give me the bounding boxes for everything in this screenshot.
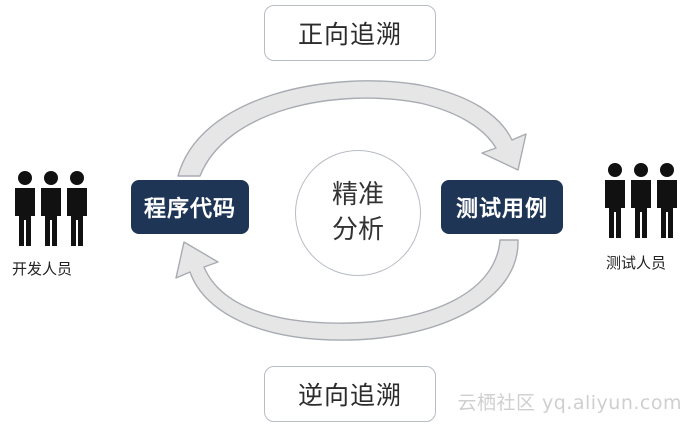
- test-case-label: 测试用例: [455, 197, 548, 222]
- tester-people-icon: [605, 163, 677, 238]
- tester-label: 测试人员: [606, 254, 667, 272]
- test-case-node: 测试用例: [441, 180, 563, 234]
- developer-label: 开发人员: [12, 260, 73, 278]
- backward-arc-arrow: [175, 239, 519, 341]
- source-code-node: 程序代码: [131, 180, 249, 234]
- backward-trace-label: 逆向追溯: [297, 381, 402, 410]
- forward-arc-arrow: [177, 80, 527, 177]
- watermark: 云栖社区 yq.aliyun.com: [457, 392, 682, 414]
- forward-trace-box: 正向追溯: [264, 5, 436, 61]
- center-line-1: 精准: [331, 179, 384, 210]
- source-code-label: 程序代码: [143, 197, 236, 222]
- developer-people-icon: [15, 171, 87, 246]
- center-line-2: 分析: [331, 215, 384, 245]
- precise-analysis-circle: 精准 分析: [295, 150, 421, 276]
- backward-trace-box: 逆向追溯: [264, 366, 436, 422]
- forward-trace-label: 正向追溯: [297, 20, 402, 49]
